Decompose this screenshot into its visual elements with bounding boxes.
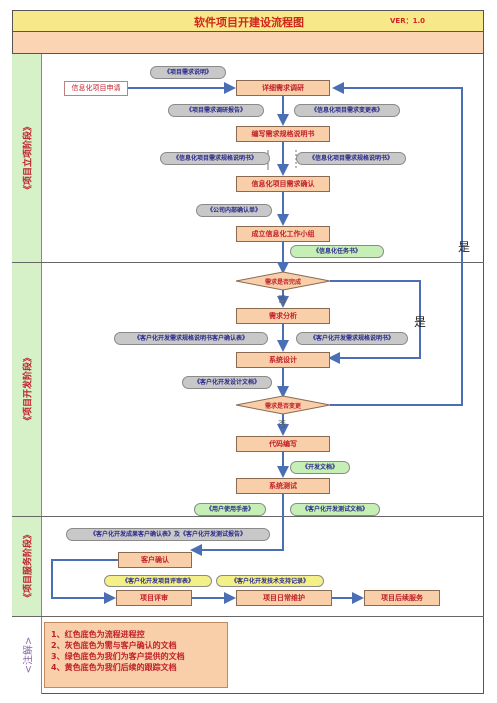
source-project-request: 信息化项目申请 — [64, 81, 128, 96]
lane-divider — [12, 616, 484, 617]
lane-development: 《项目开发阶段》 — [12, 262, 42, 516]
process-after-service: 项目后续服务 — [364, 590, 440, 606]
doc-cust-design: 《客户化开发设计文档》 — [182, 376, 272, 389]
decision-req-change: 需求是否变更 — [264, 403, 301, 410]
no-label: 否 — [278, 295, 286, 304]
process-detail-research: 详细需求调研 — [236, 80, 330, 96]
process-system-test: 系统测试 — [236, 478, 330, 494]
version-label: VER：1.0 — [390, 17, 425, 25]
doc-req-change-table: 《信息化项目需求变更表》 — [294, 104, 400, 117]
doc-cust-spec: 《客户化开发需求规格说明书》 — [296, 332, 408, 345]
yes-label: 是 — [458, 240, 471, 254]
doc-cust-test-doc: 《客户化开发测试文档》 — [290, 503, 380, 516]
lane-divider — [12, 516, 484, 517]
doc-support-record: 《客户化开发技术支持记录》 — [216, 575, 324, 587]
lane-initiation: 《项目立项阶段》 — [12, 54, 42, 262]
process-customer-confirm: 客户确认 — [118, 552, 192, 568]
process-form-team: 成立信息化工作小组 — [236, 226, 330, 242]
legend-item: 3、绿色底色为我们为客户提供的文档 — [51, 652, 185, 661]
sub-header-bar — [12, 32, 484, 54]
process-code-writing: 代码编写 — [236, 436, 330, 452]
doc-task-book: 《信息化任务书》 — [290, 245, 384, 258]
yes-label: 是 — [414, 315, 427, 329]
doc-req-report: 《项目需求调研报告》 — [168, 104, 264, 117]
lane-note: <注解> — [12, 616, 42, 694]
doc-internal-confirm: 《公司内部确认单》 — [196, 204, 272, 217]
process-req-analysis: 需求分析 — [236, 308, 330, 324]
process-daily-maintenance: 项目日常维护 — [236, 590, 332, 606]
doc-cust-confirm-spec: 《客户化开发需求规格说明书客户确认表》 — [114, 332, 268, 345]
legend-item: 4、黄色底色为我们后续的跟踪文档 — [51, 663, 177, 672]
doc-review-table: 《客户化开发项目评审表》 — [104, 575, 212, 587]
process-write-spec: 编写需求规格说明书 — [236, 126, 330, 142]
decision-req-complete: 需求是否完成 — [264, 279, 301, 286]
process-confirm-requirement: 信息化项目需求确认 — [236, 176, 330, 192]
doc-dev-doc: 《开发文档》 — [290, 461, 350, 474]
doc-spec-book-left: 《信息化项目需求规格说明书》 — [160, 152, 270, 165]
title-bar: 软件项目开建设流程图 VER：1.0 — [12, 10, 484, 32]
doc-result-confirm: 《客户化开发成果客户确认表》及《客户化开发测试报告》 — [66, 528, 270, 541]
doc-req-explain: 《项目需求说明》 — [150, 66, 226, 79]
page-title: 软件项目开建设流程图 — [194, 16, 304, 29]
legend-item: 1、红色底色为流程进程控 — [51, 630, 145, 639]
process-project-review: 项目评审 — [116, 590, 192, 606]
lane-service: 《项目服务阶段》 — [12, 516, 42, 616]
doc-spec-book-right: 《信息化项目需求规格说明书》 — [296, 152, 406, 165]
lane-divider — [12, 262, 484, 263]
doc-user-manual: 《用户使用手册》 — [194, 503, 266, 516]
legend-item: 2、灰色底色为需与客户确认的文档 — [51, 641, 177, 650]
decision-req-complete-shape — [235, 271, 331, 291]
process-system-design: 系统设计 — [236, 352, 330, 368]
legend-box: 1、红色底色为流程进程控 2、灰色底色为需与客户确认的文档 3、绿色底色为我们为… — [44, 622, 228, 688]
decision-req-change-shape — [235, 395, 331, 415]
no-label: 否 — [278, 420, 286, 429]
